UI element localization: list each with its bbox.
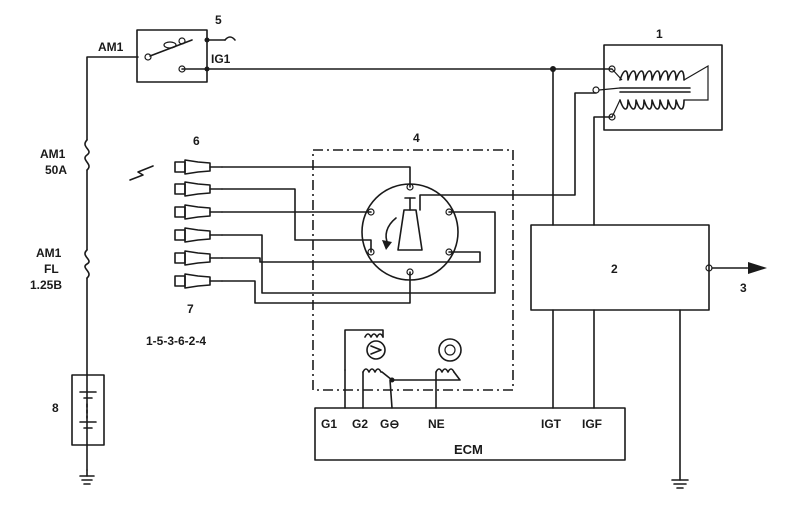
plug-wires — [221, 166, 496, 304]
ignition-switch-number: 5 — [215, 13, 222, 27]
spark-plug-3 — [174, 204, 223, 220]
spark-plug-1 — [174, 159, 223, 175]
spark-plug-4 — [174, 227, 223, 243]
fuse-am1-50a — [81, 139, 93, 171]
fuse2-name: AM1 — [36, 246, 62, 260]
spark-plug-6 — [174, 273, 223, 289]
ecm-pin-igt: IGT — [541, 417, 562, 431]
ignition-switch — [136, 29, 236, 83]
tach-output-number: 3 — [740, 281, 747, 295]
plug-group-number: 7 — [187, 302, 194, 316]
pickup-ne-sensor — [389, 338, 462, 409]
ignition-coil — [592, 44, 723, 131]
ecm-pin-igf: IGF — [582, 417, 602, 431]
distributor-housing — [312, 149, 514, 391]
igniter-number: 2 — [611, 262, 618, 276]
coil-number: 1 — [656, 27, 663, 41]
ecm-pin-g1: G1 — [321, 417, 337, 431]
ig1-wire — [206, 66, 613, 226]
igniter — [530, 224, 767, 489]
spark-plugs — [174, 159, 223, 289]
ecm-pin-g2: G2 — [352, 417, 368, 431]
battery — [71, 374, 105, 446]
spark-plug-2 — [174, 181, 223, 197]
fuse1-rating: 50A — [45, 163, 67, 177]
am1-terminal-label: AM1 — [98, 40, 124, 54]
main-power-line — [86, 56, 139, 471]
distributor-cap — [361, 183, 459, 281]
ecm-box — [314, 407, 626, 461]
coil-igniter-wires — [419, 92, 613, 226]
fuse2-type: FL — [44, 262, 59, 276]
ecm-title: ECM — [454, 442, 483, 457]
ecm-pin-ne: NE — [428, 417, 445, 431]
pickup-g-sensor — [344, 329, 393, 409]
battery-ground-symbol — [79, 469, 95, 485]
spark-plug-5 — [174, 250, 223, 266]
fuse2-rating: 1.25B — [30, 278, 62, 292]
firing-order: 1-5-3-6-2-4 — [146, 334, 206, 348]
distributor-number: 4 — [413, 131, 420, 145]
ecm-pin-g-minus: G⊖ — [380, 417, 399, 431]
spark-plug-number: 6 — [193, 134, 200, 148]
fuse-am1-fl — [81, 249, 93, 279]
battery-number: 8 — [52, 401, 59, 415]
ig1-terminal-label: IG1 — [211, 52, 231, 66]
spark-icon — [129, 165, 154, 181]
fuse1-name: AM1 — [40, 147, 66, 161]
